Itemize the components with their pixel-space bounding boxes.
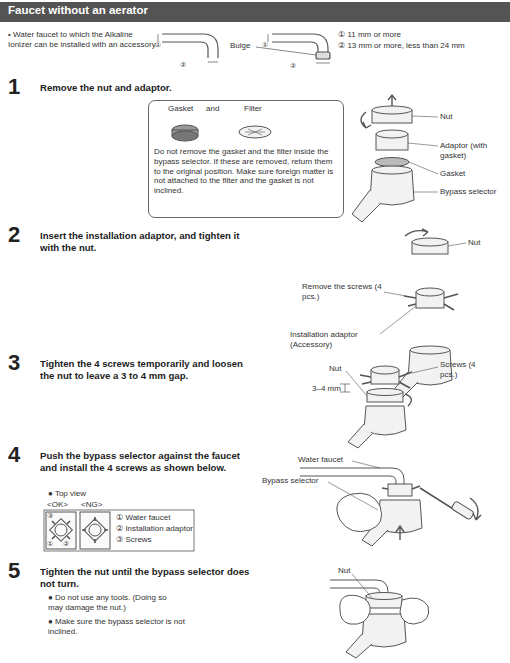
callout-number: ①	[155, 41, 161, 50]
part-label: Screws (4 pcs.)	[440, 360, 492, 380]
step-number: 2	[8, 224, 20, 246]
faucet-dimension-icons	[158, 34, 330, 63]
note-text: ● Make sure the bypass selector is not i…	[48, 617, 198, 637]
step-heading: Insert the installation adaptor, and tig…	[40, 230, 260, 253]
step-number: 1	[8, 76, 20, 98]
view-label: <OK>	[47, 500, 68, 510]
step-number: 5	[8, 560, 20, 582]
part-label: Bypass selector	[262, 476, 318, 486]
callout-number: ①	[262, 41, 268, 50]
step-heading: Tighten the 4 screws temporarily and loo…	[40, 358, 245, 381]
step-number: 3	[8, 352, 20, 374]
dimension-text: ① 11 mm or more	[338, 30, 508, 40]
part-label: Bulge	[230, 41, 250, 51]
step1-exploded-drawing	[352, 95, 438, 222]
note-text: ● Top view	[48, 489, 86, 499]
part-label: Adaptor (with gasket)	[440, 141, 500, 161]
legend-text: ② Installation adaptor	[116, 524, 193, 534]
part-label: Bypass selector	[440, 187, 508, 197]
note-text: • Water faucet to which the Alkaline Ion…	[8, 30, 158, 50]
step4-top-view	[44, 510, 194, 551]
part-label: Installation adaptor (Accessory)	[290, 330, 380, 350]
legend-text: ① Water faucet	[116, 513, 170, 523]
part-label: Nut	[468, 238, 480, 248]
step-heading: Tighten the nut until the bypass selecto…	[40, 566, 260, 589]
step-heading: Push the bypass selector against the fau…	[40, 450, 245, 473]
part-label: Gasket	[440, 169, 465, 179]
callout-number: ②	[180, 61, 186, 70]
step5-drawing	[330, 574, 429, 658]
dimension-text: ② 13 mm or more, less than 24 mm	[338, 41, 508, 51]
part-label: and	[206, 104, 219, 114]
part-label: Filter	[244, 104, 262, 114]
callout-number: ②	[63, 540, 69, 549]
callout-box: Gasket and Filter Do not remove the gasket …	[148, 100, 344, 218]
step1-gasket-filter-icons	[172, 125, 271, 141]
dimension-text: 3–4 mm	[312, 384, 341, 394]
title-band	[0, 2, 510, 22]
part-label: Nut	[329, 364, 341, 374]
legend-text: ③ Screws	[116, 535, 152, 545]
part-label: Water faucet	[298, 455, 343, 465]
step-number: 4	[8, 444, 20, 466]
view-label: <NG>	[81, 500, 102, 510]
step3-drawing	[340, 366, 438, 448]
page-title: Faucet without an aerator	[8, 4, 148, 16]
part-label: Nut	[338, 566, 350, 576]
callout-number: ③	[47, 512, 53, 521]
note-text: Do not remove the gasket and the filter …	[154, 147, 338, 196]
part-label: Gasket	[168, 104, 193, 114]
step4-drawing	[300, 461, 481, 546]
callout-number: ①	[47, 540, 53, 549]
part-label: Nut	[440, 112, 452, 122]
callout-number: ②	[290, 62, 296, 71]
note-text: ● Do not use any tools. (Doing so may da…	[48, 593, 173, 613]
part-label: Remove the screws (4 pcs.)	[302, 282, 384, 302]
step-heading: Remove the nut and adaptor.	[40, 82, 340, 94]
